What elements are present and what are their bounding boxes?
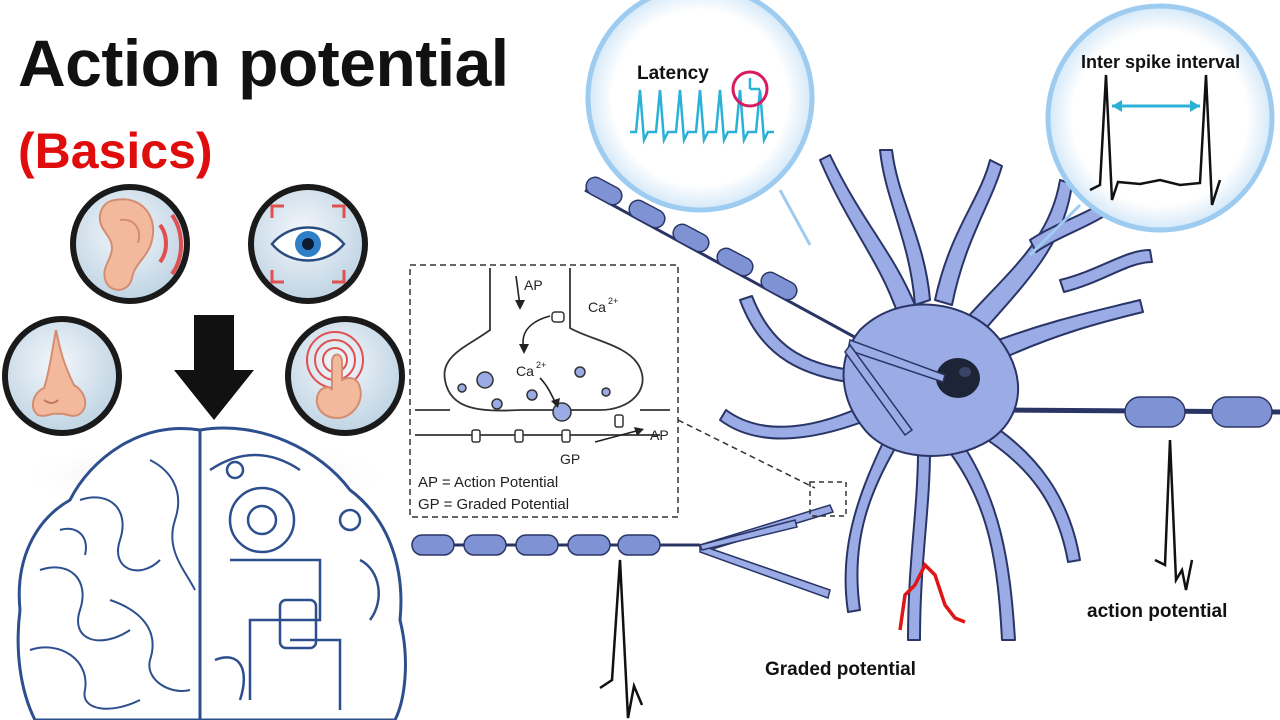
graded-potential-label: Graded potential: [765, 659, 916, 680]
synapse-inset: AP Ca 2+ Ca 2+ GP AP AP = Action Potenti…: [409, 264, 847, 518]
neuron-icon: [411, 149, 1280, 641]
inter-spike-interval-label: Inter spike interval: [1081, 52, 1241, 72]
inset-gp: GP: [560, 451, 580, 467]
inter-spike-lens: [1028, 3, 1275, 257]
ear-icon: [70, 184, 190, 304]
inset-ap-right: AP: [650, 427, 669, 443]
inset-ca-top-sup: 2+: [608, 296, 618, 306]
action-potential-trace-left: [599, 559, 644, 719]
latency-label: Latency: [637, 63, 709, 84]
inset-legend-ap: AP = Action Potential: [418, 474, 558, 491]
touch-icon: [285, 316, 405, 436]
inset-ca-mid-sup: 2+: [536, 360, 546, 370]
brain-icon: [5, 426, 407, 720]
latency-lens: [585, 0, 815, 246]
eye-icon: [248, 184, 368, 304]
inset-ca-top: Ca: [588, 299, 606, 315]
down-arrow-icon: [174, 315, 254, 420]
action-potential-label: action potential: [1087, 601, 1228, 622]
page-subtitle: (Basics): [18, 123, 213, 179]
inset-ap-top: AP: [524, 277, 543, 293]
page-title: Action potential: [18, 26, 509, 100]
action-potential-trace-right: [1154, 439, 1194, 591]
graded-potential-trace: [898, 562, 966, 631]
inset-ca-mid: Ca: [516, 363, 534, 379]
clock-icon: [731, 70, 769, 108]
nose-icon: [2, 316, 122, 436]
inset-legend-gp: GP = Graded Potential: [418, 496, 569, 513]
